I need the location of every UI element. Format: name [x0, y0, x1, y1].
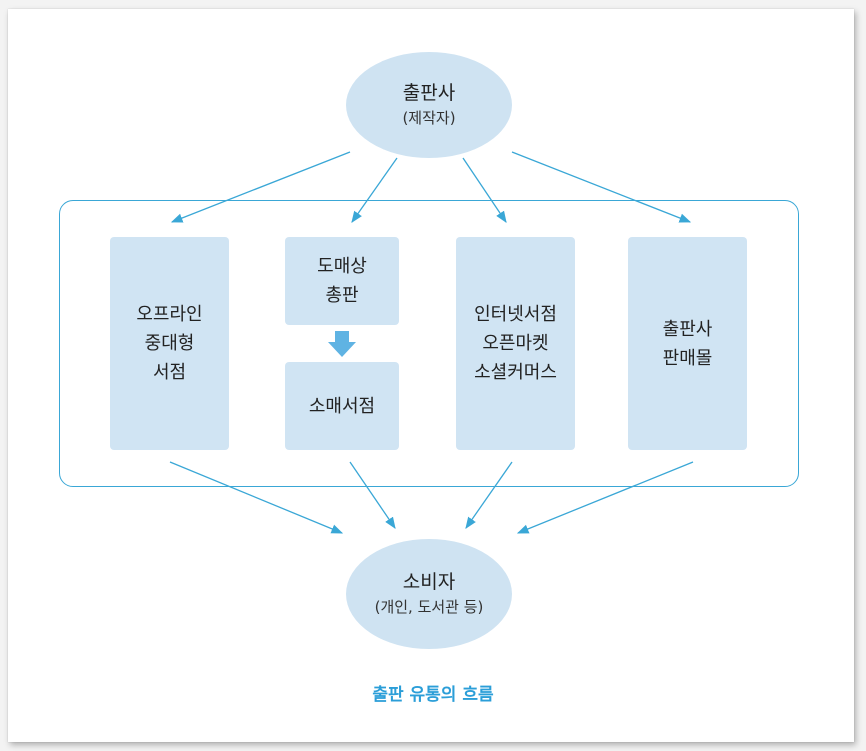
offline-line-2: 중대형 — [144, 333, 195, 354]
publisher-sublabel: (제작자) — [402, 109, 456, 127]
publisher-node: 출판사 (제작자) — [346, 52, 512, 158]
wholesale-line-1: 도매상 — [317, 256, 367, 277]
online-line-2: 오픈마켓 — [482, 333, 549, 354]
arrow-online-to-consumer — [465, 461, 513, 529]
figure-caption: 출판 유통의 흐름 — [372, 685, 494, 705]
wholesale-box: 도매상 총판 — [285, 237, 399, 325]
distribution-channels-frame — [59, 200, 799, 487]
arrow-publisher-to-wholesale — [351, 157, 398, 223]
offline-line-1: 오프라인 — [136, 304, 203, 325]
publisher-mall-box: 출판사 판매몰 — [628, 237, 747, 450]
online-line-1: 인터넷서점 — [474, 304, 557, 325]
consumer-node: 소비자 (개인, 도서관 등) — [346, 539, 512, 649]
online-channels-box: 인터넷서점 오픈마켓 소셜커머스 — [456, 237, 575, 450]
arrow-offline-to-consumer — [169, 461, 344, 534]
offline-bookstore-box: 오프라인 중대형 서점 — [110, 237, 229, 450]
arrow-publisher-to-offline — [170, 151, 351, 223]
arrow-retail-to-consumer — [349, 461, 396, 529]
offline-line-3: 서점 — [152, 362, 187, 383]
arrow-publisher-to-mall — [511, 151, 692, 223]
mall-line-1: 출판사 — [662, 318, 713, 340]
publisher-label: 출판사 — [402, 82, 456, 104]
consumer-sublabel: (개인, 도서관 등) — [374, 598, 484, 616]
mall-line-2: 판매몰 — [662, 347, 713, 369]
retail-line-1: 소매서점 — [308, 395, 376, 417]
online-line-3: 소셜커머스 — [474, 362, 557, 383]
arrow-publisher-to-online — [462, 157, 507, 223]
block-arrow-down — [328, 331, 356, 357]
consumer-label: 소비자 — [402, 571, 456, 593]
arrow-mall-to-consumer — [516, 461, 694, 534]
wholesale-line-2: 총판 — [325, 285, 359, 306]
retail-bookstore-box: 소매서점 — [285, 362, 399, 450]
